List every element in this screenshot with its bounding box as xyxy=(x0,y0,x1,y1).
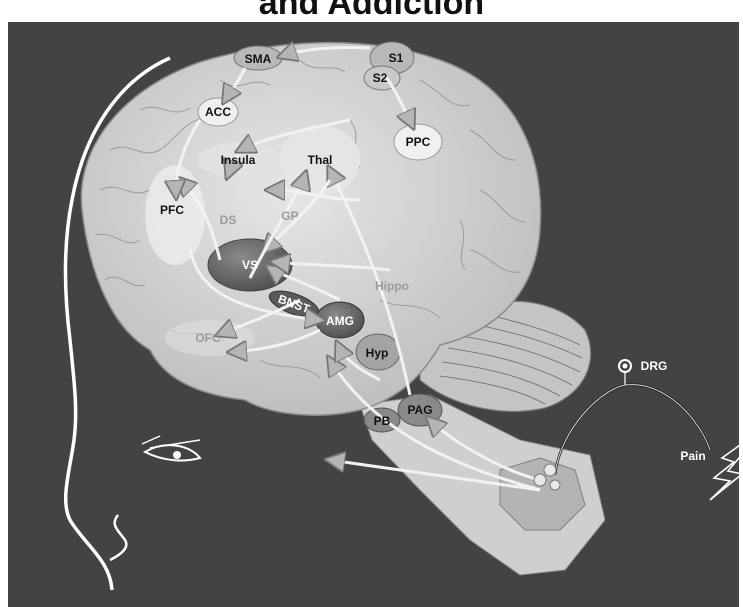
label-ppc: PPC xyxy=(406,135,431,149)
label-acc: ACC xyxy=(205,105,231,119)
label-pb: PB xyxy=(374,414,391,428)
label-hyp: Hyp xyxy=(366,346,389,360)
pain-lightning-icon xyxy=(710,445,743,500)
label-insula: Insula xyxy=(221,153,256,167)
label-amg: AMG xyxy=(326,314,354,328)
label-thal: Thal xyxy=(308,153,333,167)
label-s2: S2 xyxy=(373,71,388,85)
label-gp: GP xyxy=(281,209,298,223)
face-nose-outline xyxy=(110,515,126,560)
label-s1: S1 xyxy=(389,51,404,65)
label-ofc: OFC xyxy=(195,331,221,345)
drg-ganglion-icon xyxy=(619,360,631,385)
label-pag: PAG xyxy=(407,403,432,417)
eye-icon xyxy=(142,436,200,460)
label-ds: DS xyxy=(220,213,237,227)
label-sma: SMA xyxy=(245,52,272,66)
label-pfc: PFC xyxy=(160,203,184,217)
label-pain: Pain xyxy=(680,449,705,463)
label-vs: VS xyxy=(242,258,258,272)
label-hippo: Hippo xyxy=(375,279,409,293)
label-drg: DRG xyxy=(641,359,668,373)
